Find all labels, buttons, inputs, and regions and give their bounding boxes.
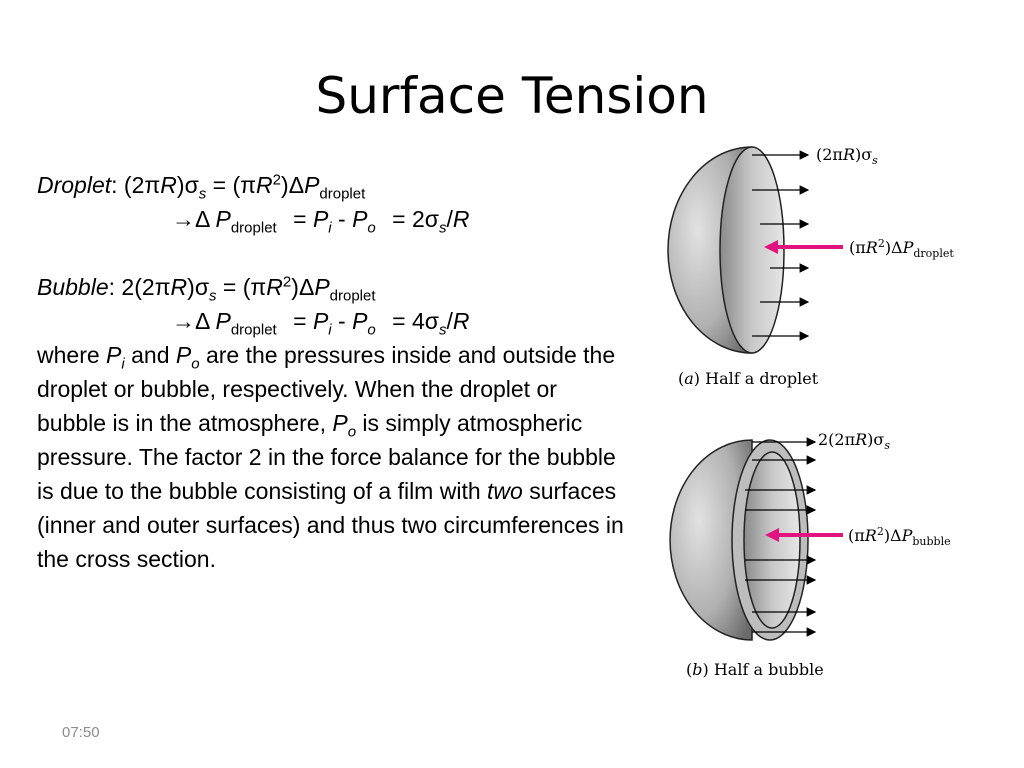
- droplet-pressure-label: (πR2)ΔPdroplet: [849, 237, 954, 260]
- bubble-label: Bubble: [37, 274, 109, 300]
- bubble-dome: [669, 439, 753, 641]
- slide-time: 07:50: [62, 724, 100, 741]
- bubble-caption: (b) Half a bubble: [686, 660, 824, 679]
- droplet-caption: (a) Half a droplet: [678, 369, 819, 388]
- bubble-surface-tension-arrows: [745, 437, 817, 637]
- bubble-diagram: 2(2πR)σs (πR2)ΔPbubble (b) Half a bubble: [669, 430, 951, 679]
- explanation-paragraph: where Pi and Po are the pressures inside…: [37, 342, 624, 572]
- surface-tension-arrows: [752, 150, 810, 341]
- droplet-label: Droplet: [37, 172, 112, 198]
- bubble-equation: Bubble: 2(2πR)σs = (πR2)ΔPdroplet: [37, 273, 376, 305]
- pressure-arrow: [764, 240, 843, 254]
- bubble-inner-face: [743, 451, 801, 629]
- slide-body: Droplet: (2πR)σs = (πR2)ΔPdroplet →Δ Pdr…: [37, 168, 627, 576]
- droplet-equation: Droplet: (2πR)σs = (πR2)ΔPdroplet: [37, 171, 366, 203]
- bubble-force-label: 2(2πR)σs: [818, 430, 890, 452]
- droplet-force-label: (2πR)σs: [816, 145, 878, 167]
- bubble-pressure-arrow: [765, 528, 843, 542]
- bubble-result: →Δ Pdroplet = Pi - Po = 4σs/R: [172, 308, 470, 339]
- droplet-diagram: (2πR)σs (πR2)ΔPdroplet (a) Half a drople…: [667, 145, 954, 388]
- bubble-pressure-label: (πR2)ΔPbubble: [848, 525, 951, 548]
- slide-title: Surface Tension: [315, 67, 709, 125]
- droplet-result: →Δ Pdroplet = Pi - Po = 2σs/R: [172, 206, 470, 237]
